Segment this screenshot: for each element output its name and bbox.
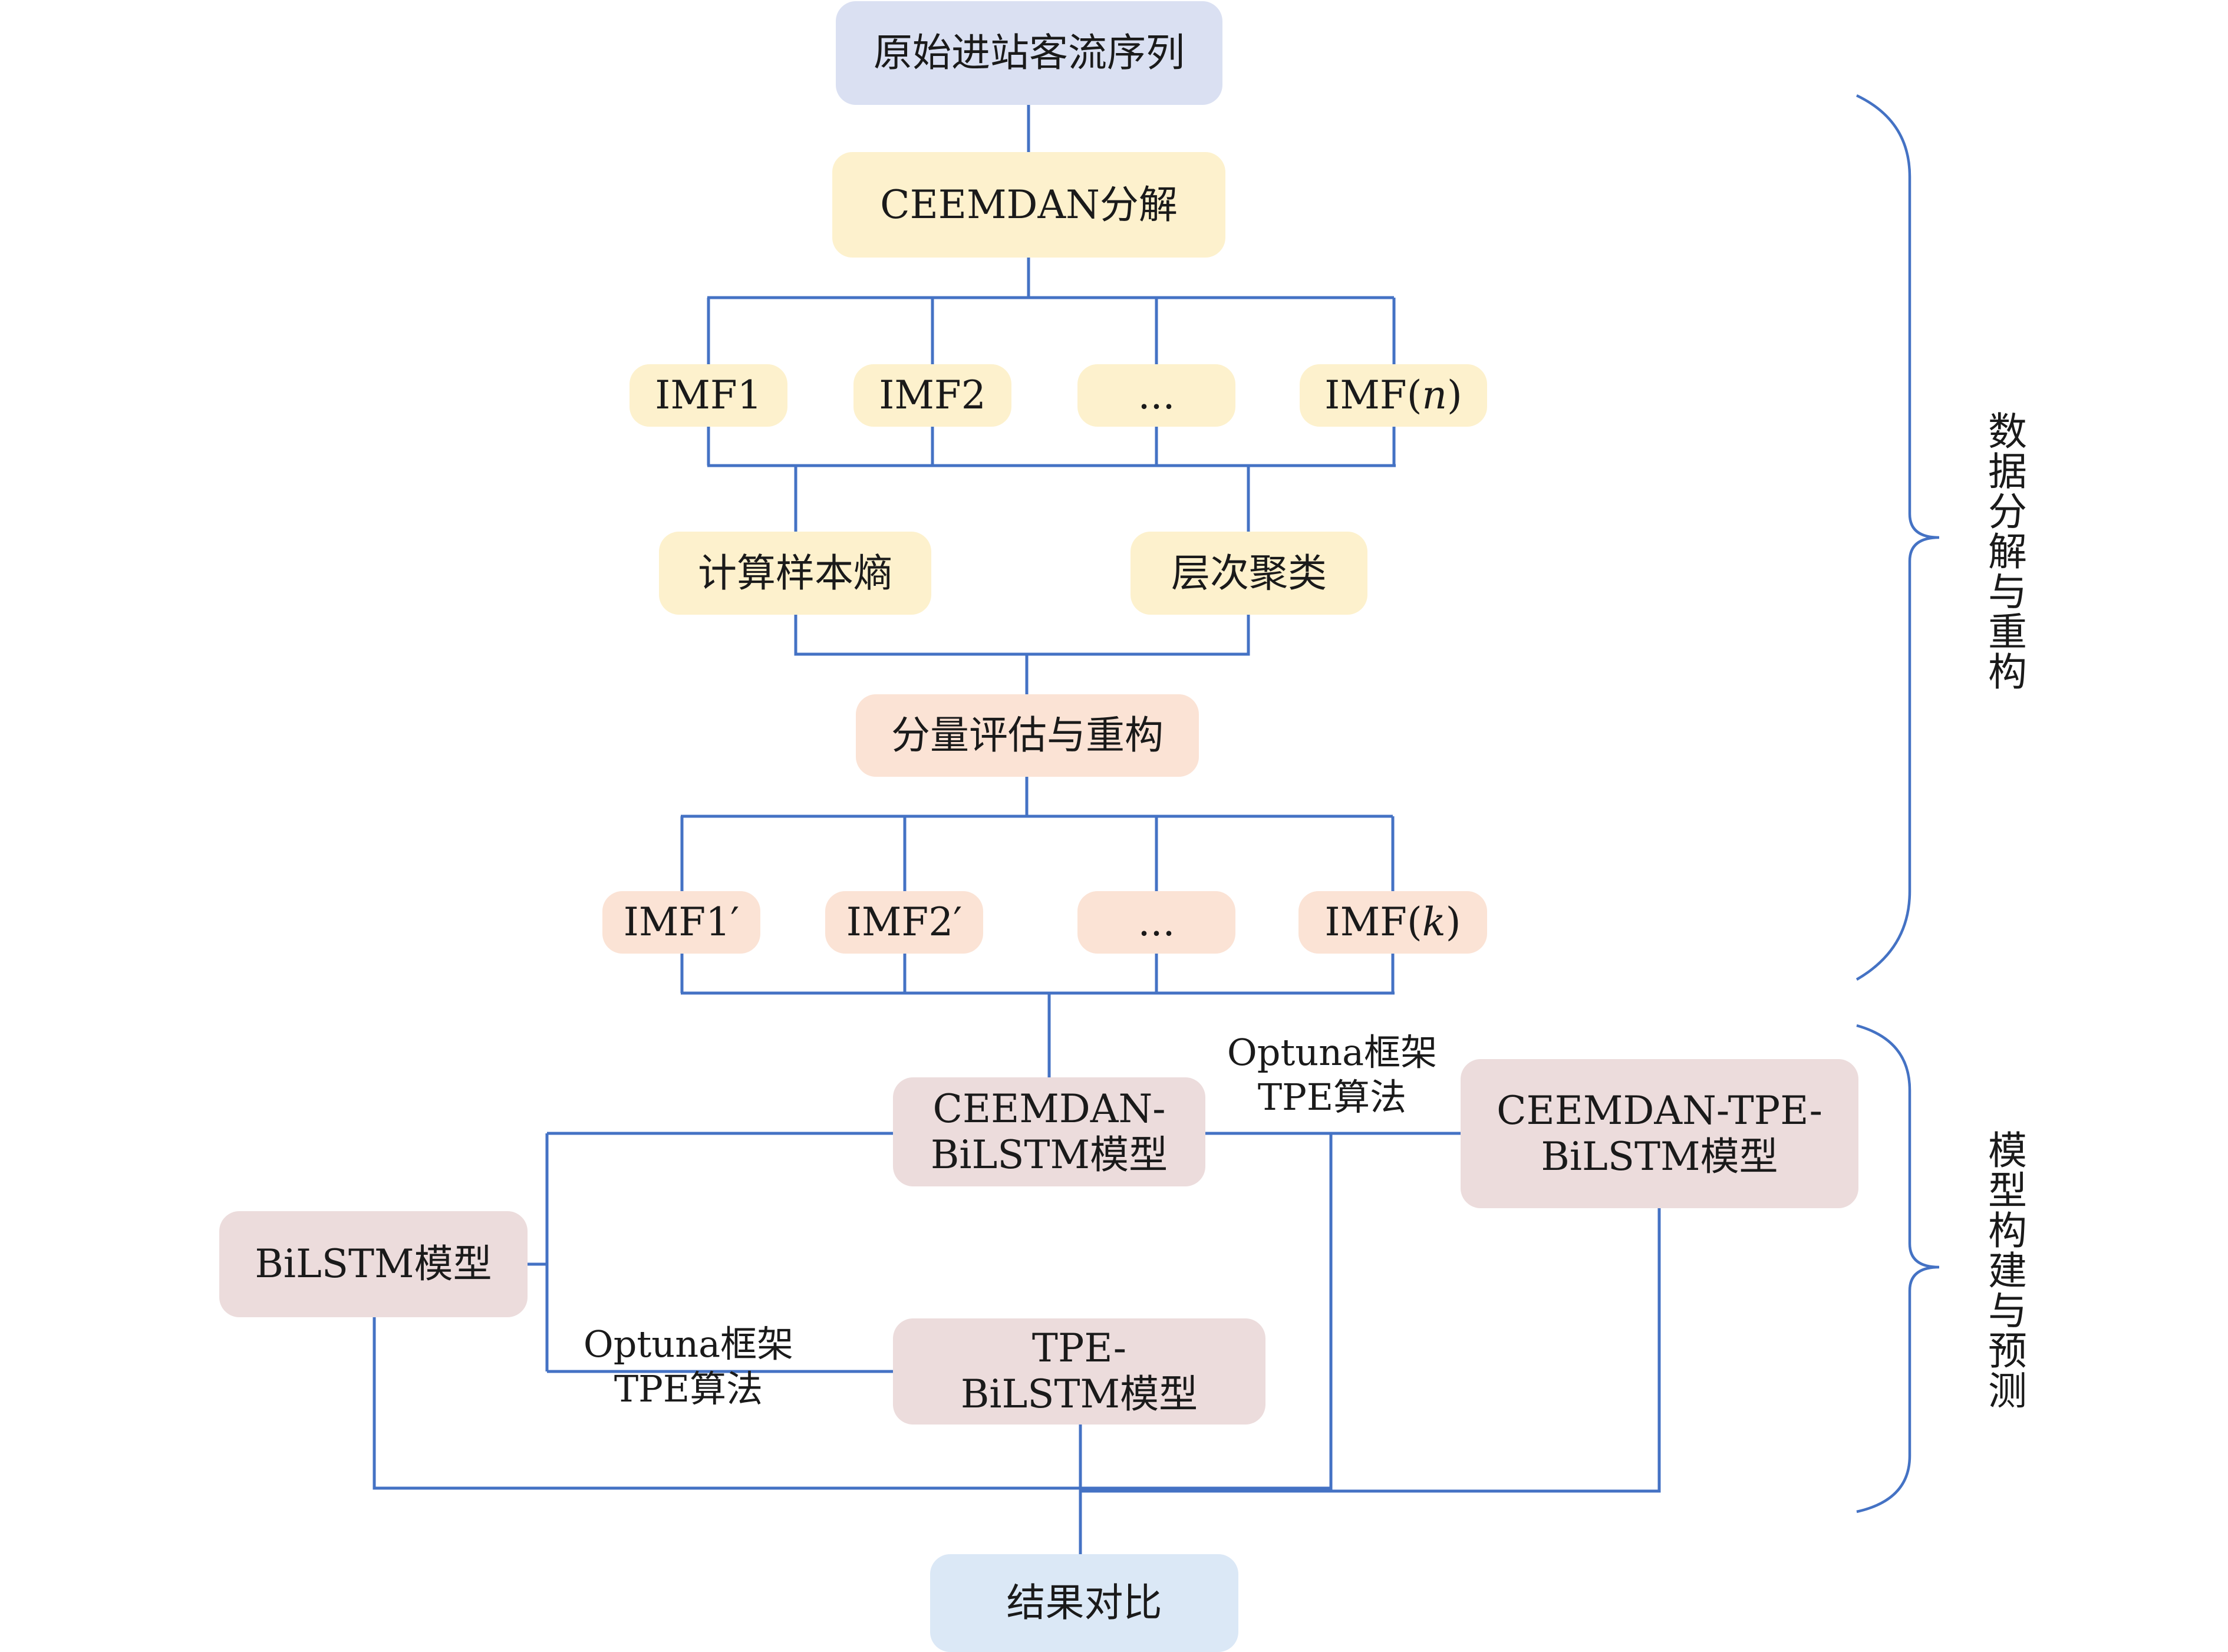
edge-merge-to-reconstruct <box>794 615 1250 656</box>
imf1p-label: IMF1′ <box>623 899 740 945</box>
imf-k-suffix: ) <box>1445 899 1461 945</box>
imfp-dots-node: ... <box>1077 891 1235 954</box>
imf-n-suffix: ) <box>1446 372 1462 418</box>
lower-edge-label: Optuna框架 TPE算法 <box>571 1322 806 1412</box>
lower-edge-label-line1: Optuna框架 <box>583 1323 794 1366</box>
imf-k-label: IMF(k) <box>1325 899 1461 945</box>
imf-n-prefix: IMF( <box>1324 372 1422 418</box>
ceemdan-node: CEEMDAN分解 <box>832 152 1225 258</box>
reconstruct-node: 分量评估与重构 <box>856 694 1199 777</box>
imf2p-label: IMF2′ <box>846 899 963 945</box>
imf2-label: IMF2 <box>879 372 986 418</box>
brace-top <box>1855 94 1940 981</box>
cluster-label: 层次聚类 <box>1171 550 1327 596</box>
upper-edge-label-line1: Optuna框架 <box>1227 1031 1438 1074</box>
imfp-dots-label: ... <box>1138 899 1175 945</box>
bilstm-label: BiLSTM模型 <box>255 1241 492 1287</box>
lower-edge-label-line2: TPE算法 <box>614 1367 763 1410</box>
upper-edge-label: Optuna框架 TPE算法 <box>1214 1030 1450 1120</box>
bracket-label-bottom: 模型构建与预测 <box>1982 1130 2027 1410</box>
brace-bottom <box>1856 1024 1940 1513</box>
imf2p-node: IMF2′ <box>825 891 983 954</box>
full-model-line1: CEEMDAN-TPE- <box>1497 1087 1822 1133</box>
result-label: 结果对比 <box>1006 1580 1162 1625</box>
imf-dots-label: ... <box>1138 372 1175 418</box>
imf1-label: IMF1 <box>655 372 762 418</box>
imf1p-node: IMF1′ <box>602 891 760 954</box>
imf1-node: IMF1 <box>629 364 787 427</box>
imf-n-node: IMF(n) <box>1300 364 1487 427</box>
tpe-bilstm-node: TPE- BiLSTM模型 <box>893 1318 1265 1425</box>
source-node: 原始进站客流序列 <box>836 1 1222 105</box>
full-model-line2: BiLSTM模型 <box>1541 1133 1778 1179</box>
imf-n-label: IMF(n) <box>1324 372 1462 418</box>
imf2-node: IMF2 <box>853 364 1011 427</box>
result-node: 结果对比 <box>930 1554 1238 1652</box>
imf-k-variable: k <box>1422 899 1446 945</box>
ceemdan-label: CEEMDAN分解 <box>880 182 1178 227</box>
imf-k-prefix: IMF( <box>1324 899 1422 945</box>
bracket-label-top: 数据分解与重构 <box>1982 411 2027 691</box>
upper-edge-label-line2: TPE算法 <box>1257 1076 1407 1119</box>
entropy-node: 计算样本熵 <box>659 532 931 615</box>
bilstm-node: BiLSTM模型 <box>219 1211 528 1317</box>
ceemdan-bilstm-line2: BiLSTM模型 <box>930 1132 1168 1178</box>
entropy-label: 计算样本熵 <box>698 550 892 596</box>
imf-k-node: IMF(k) <box>1298 891 1487 954</box>
reconstruct-label: 分量评估与重构 <box>891 713 1164 758</box>
source-label: 原始进站客流序列 <box>874 30 1185 75</box>
tpe-bilstm-line2: BiLSTM模型 <box>960 1371 1198 1417</box>
edge-bilstm-to-result <box>373 1133 1333 1490</box>
imf-n-variable: n <box>1422 372 1447 418</box>
ceemdan-bilstm-line1: CEEMDAN- <box>932 1086 1166 1132</box>
full-model-node: CEEMDAN-TPE- BiLSTM模型 <box>1461 1059 1858 1208</box>
cluster-node: 层次聚类 <box>1131 532 1367 615</box>
ceemdan-bilstm-node: CEEMDAN- BiLSTM模型 <box>893 1077 1205 1186</box>
imf-dots-node: ... <box>1077 364 1235 427</box>
edge-full-to-result <box>1080 1208 1661 1493</box>
tpe-bilstm-line1: TPE- <box>1031 1325 1127 1371</box>
